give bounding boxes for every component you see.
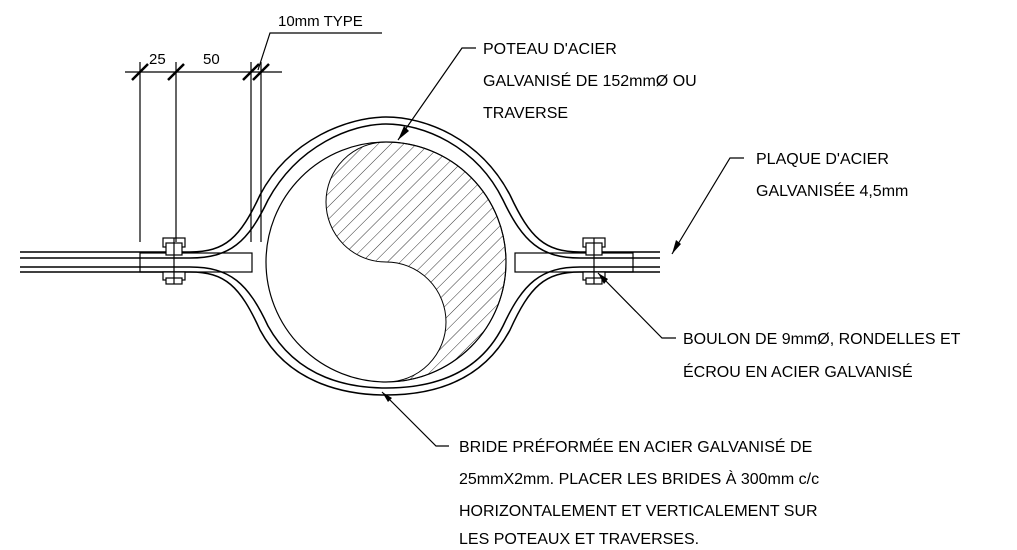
right-plate (514, 252, 634, 273)
leader-plate (671, 157, 744, 255)
leader-bracket (381, 391, 449, 447)
dimension-lines (125, 32, 382, 242)
post-hatch-region (325, 141, 507, 383)
dim-50-label: 50 (203, 51, 220, 68)
bracket-callout-line-2: 25mmX2mm. PLACER LES BRIDES À 300mm c/c (459, 469, 819, 488)
leader-post (397, 47, 476, 141)
dim-25-label: 25 (149, 51, 166, 68)
plate-callout-line-2: GALVANISÉE 4,5mm (756, 181, 908, 200)
plate-callout-line-1: PLAQUE D'ACIER (756, 151, 889, 168)
right-bolt (582, 237, 606, 285)
bracket-lower-outer (20, 266, 660, 389)
left-bolt (162, 237, 186, 285)
leader-bolt (597, 272, 676, 339)
bracket-upper-outer (20, 116, 660, 253)
post-callout-line-1: POTEAU D'ACIER (483, 41, 617, 58)
bolt-callout-line-2: ÉCROU EN ACIER GALVANISÉ (683, 362, 913, 381)
bracket-callout-line-3: HORIZONTALEMENT ET VERTICALEMENT SUR (459, 503, 818, 520)
post-callout-line-2: GALVANISÉ DE 152mmØ OU (483, 71, 697, 90)
left-plate (139, 252, 253, 273)
bolt-type-label: 10mm TYPE (278, 13, 363, 30)
bracket-upper-inner (20, 123, 660, 259)
bracket-callout-line-4: LES POTEAUX ET TRAVERSES. (459, 531, 699, 548)
post-callout-line-3: TRAVERSE (483, 105, 568, 122)
bracket-lower-inner (20, 271, 660, 396)
bracket-callout-line-1: BRIDE PRÉFORMÉE EN ACIER GALVANISÉ DE (459, 437, 812, 456)
bolt-callout-line-1: BOULON DE 9mmØ, RONDELLES ET (683, 331, 961, 348)
